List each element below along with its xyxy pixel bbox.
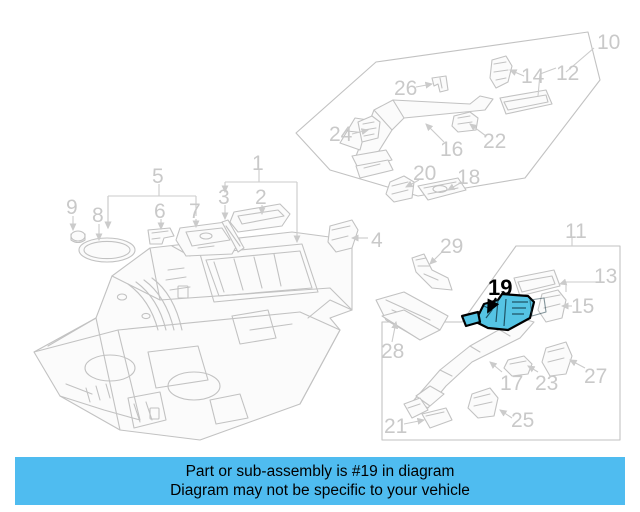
- callout-2: 2: [255, 186, 267, 209]
- callout-21: 21: [384, 415, 407, 438]
- callout-20: 20: [413, 162, 436, 185]
- callout-15: 15: [571, 295, 594, 318]
- info-banner: Part or sub-assembly is #19 in diagram D…: [15, 457, 625, 505]
- callout-13: 13: [594, 265, 617, 288]
- callout-18: 18: [457, 166, 480, 189]
- callout-26: 26: [394, 77, 417, 100]
- callout-9: 9: [66, 196, 78, 219]
- callout-19: 19: [488, 275, 512, 300]
- callout-8: 8: [92, 204, 104, 227]
- callout-14: 14: [521, 65, 545, 88]
- callout-27: 27: [584, 365, 607, 388]
- callout-6: 6: [154, 200, 166, 223]
- callout-22: 22: [483, 130, 506, 153]
- parts-diagram: .ln{fill:none;stroke:#c2c2c2;stroke-widt…: [33, 31, 621, 441]
- small-parts-group: [70, 203, 359, 263]
- left-callout-leaders: 9 8 5 6 7 1 3 2 4: [66, 152, 383, 252]
- callout-25: 25: [511, 409, 534, 432]
- callout-4: 4: [371, 229, 383, 252]
- banner-line-2: Diagram may not be specific to your vehi…: [170, 482, 470, 499]
- callout-17: 17: [500, 372, 523, 395]
- callout-29: 29: [440, 235, 463, 258]
- callout-1: 1: [252, 152, 264, 175]
- callout-7: 7: [189, 200, 201, 223]
- detail-panel-lower-right: 11 13 15 29 28 17 23 27 21 25: [375, 220, 621, 441]
- callout-19-leader: 19: [487, 275, 512, 314]
- callout-16: 16: [440, 138, 463, 161]
- callout-11: 11: [565, 220, 587, 243]
- callout-10: 10: [597, 31, 620, 54]
- callout-23: 23: [535, 372, 558, 395]
- floor-pan-assembly: [33, 231, 353, 441]
- callout-5: 5: [152, 165, 164, 188]
- banner-line-1: Part or sub-assembly is #19 in diagram: [185, 463, 455, 480]
- callout-24: 24: [329, 123, 353, 146]
- callout-12: 12: [556, 62, 579, 85]
- detail-panel-upper-right: 10 12 14 26 24 16 22 20 18: [295, 31, 620, 203]
- callout-28: 28: [381, 340, 404, 363]
- callout-3: 3: [218, 186, 230, 209]
